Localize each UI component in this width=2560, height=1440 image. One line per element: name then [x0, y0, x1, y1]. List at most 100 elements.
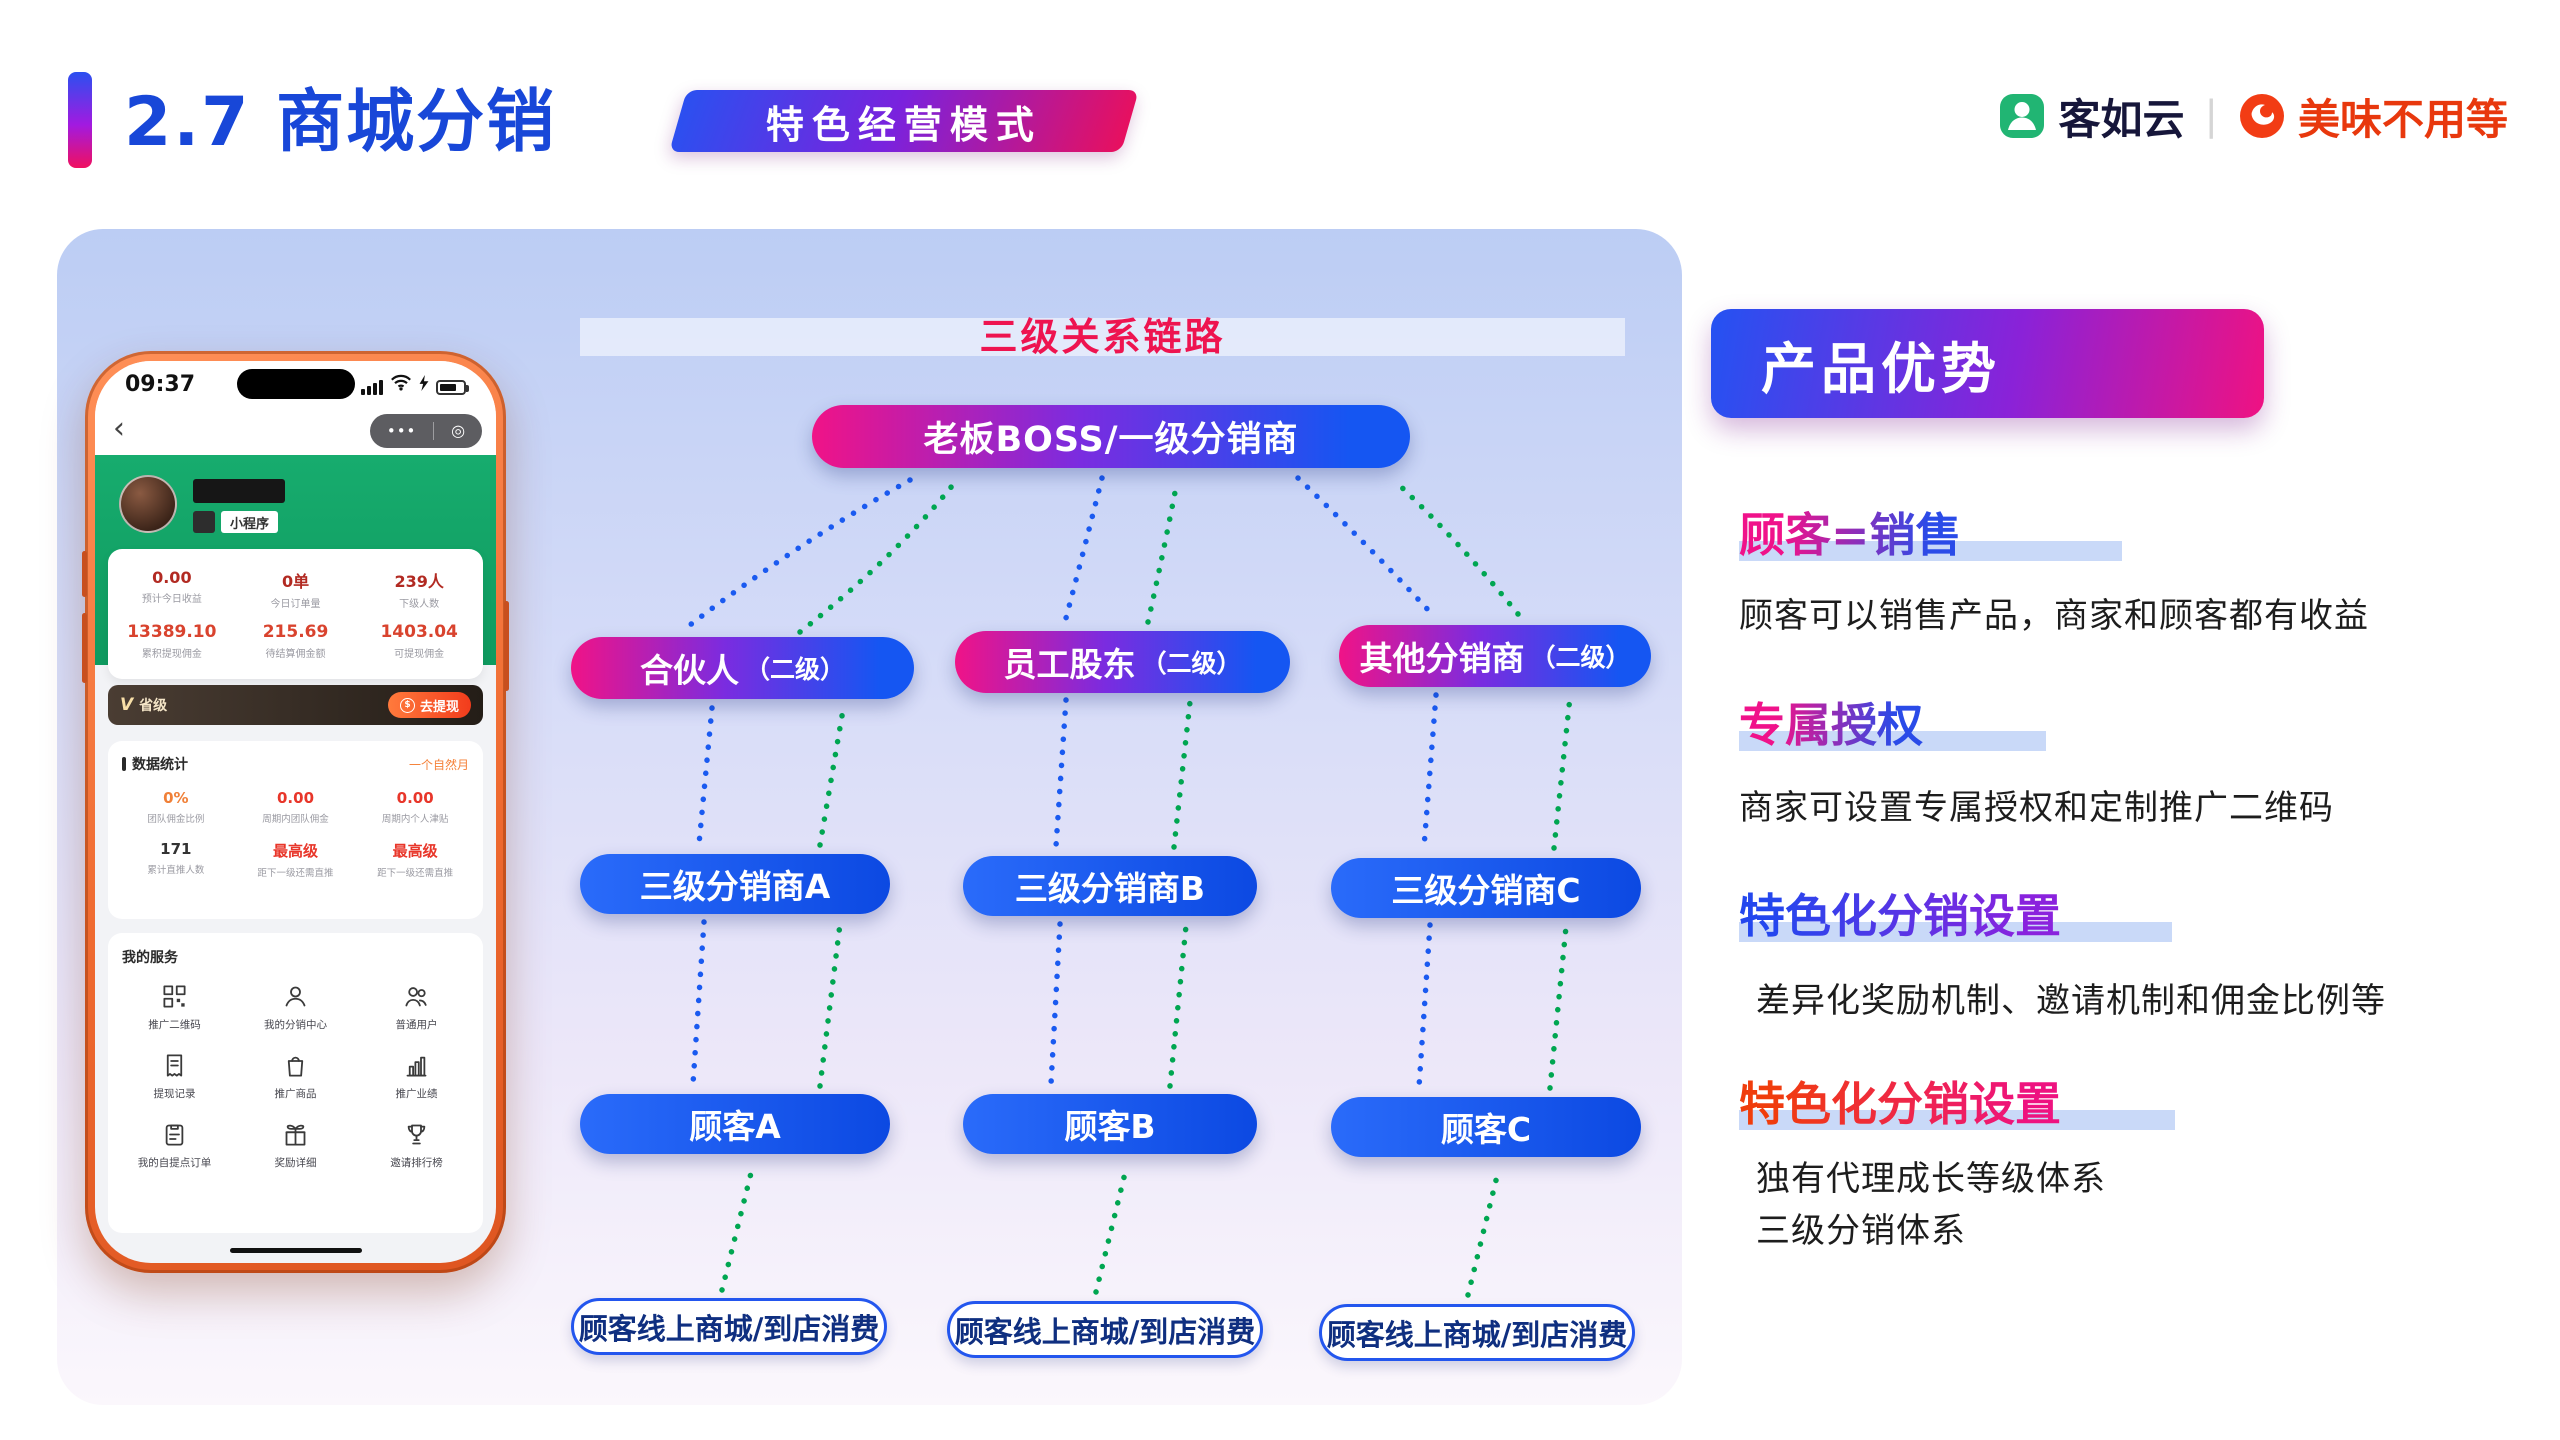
advantage-section-1: 顾客=销售: [1739, 508, 2121, 562]
advantage-body-3: 差异化奖励机制、邀请机制和佣金比例等: [1756, 981, 2386, 1021]
status-time: 09:37: [125, 371, 196, 397]
service-distribution-center[interactable]: 我的分销中心: [235, 983, 356, 1032]
signal-icon: [361, 379, 383, 395]
stat-period-team-commission: 0.00 周期内团队佣金: [262, 789, 329, 825]
promote-goods-icon: [287, 1056, 304, 1077]
node-customer-c: 顾客C: [1331, 1097, 1641, 1157]
service-pickup-orders[interactable]: 我的自提点订单: [114, 1121, 235, 1170]
commission-stats-card: 0.00 预计今日收益 0单 今日订单量 239人 下级人数 13389.10: [108, 549, 483, 679]
node-other-label: 其他分销商: [1359, 639, 1525, 678]
node-level3-c: 三级分销商C: [1331, 858, 1641, 918]
keruyun-brand-name: 客如云: [2058, 94, 2185, 144]
coin-icon: $: [399, 697, 415, 713]
more-icon[interactable]: •••: [386, 421, 417, 440]
level-bar: V 省级 $ 去提现: [108, 685, 483, 725]
stat-period-personal-subsidy: 0.00 周期内个人津贴: [381, 789, 449, 825]
period-selector[interactable]: 一个自然月: [408, 757, 469, 772]
data-statistics-card: 数据统计 一个自然月 0% 团队佣金比例 0.00 周期内团队佣金 0.00 周…: [108, 741, 483, 919]
page-title: 2.7 商城分销: [124, 83, 557, 162]
phone-screen: 09:37 ‹ •••: [95, 361, 496, 1263]
level-label: 省级: [139, 698, 168, 714]
stat-today-orders: 0单 今日订单量: [270, 571, 321, 610]
app-nav-bar: ‹ ••• ◎: [95, 407, 496, 455]
advantage-section-3: 特色化分销设置: [1739, 889, 2172, 943]
stat-subordinates: 239人 下级人数: [394, 571, 444, 610]
stat-direct-referrals: 171 累计直推人数: [147, 840, 205, 876]
wifi-icon: [390, 374, 412, 395]
phone-mockup: 09:37 ‹ •••: [82, 351, 509, 1273]
node-other-distributor: 其他分销商 （二级）: [1339, 625, 1651, 687]
advantage-body-1: 顾客可以销售产品，商家和顾客都有收益: [1739, 596, 2369, 636]
miniprogram-capsule[interactable]: ••• ◎: [370, 414, 482, 448]
advantage-heading-2: 专属授权: [1739, 698, 1923, 752]
service-withdraw-record[interactable]: 提现记录: [114, 1052, 235, 1101]
my-services-title: 我的服务: [122, 950, 178, 966]
withdraw-record-icon: [166, 1054, 183, 1077]
back-icon[interactable]: ‹: [113, 411, 125, 446]
home-indicator[interactable]: [229, 1248, 362, 1253]
reward-icon: [285, 1124, 306, 1146]
feature-badge: 特色经营模式: [669, 90, 1139, 152]
advantage-body-4-line-2: 三级分销体系: [1756, 1211, 1966, 1251]
services-grid: 推广二维码 我的分销中心 普通用户 提现记录: [114, 983, 477, 1170]
service-promote-performance[interactable]: 推广业绩: [356, 1052, 477, 1101]
my-services-card: 我的服务 推广二维码 我的分销中心 普通用户: [108, 933, 483, 1233]
advantage-section-4: 特色化分销设置: [1739, 1077, 2175, 1131]
node-level3-a: 三级分销商A: [580, 854, 890, 914]
node-consumption-c: 顾客线上商城/到店消费: [1319, 1304, 1635, 1361]
service-reward-detail[interactable]: 奖励详细: [235, 1121, 356, 1170]
stat-team-commission-ratio: 0% 团队佣金比例: [147, 789, 205, 825]
brand-separator: |: [2204, 93, 2218, 139]
feature-badge-label: 特色经营模式: [765, 102, 1042, 147]
pickup-order-icon: [165, 1124, 184, 1146]
redacted-username-block: [193, 479, 285, 503]
stats-row-2: 13389.10 累积提现佣金 215.69 待结算佣金额 1403.04 可提…: [110, 622, 481, 660]
node-partner-tag: （二级）: [744, 655, 845, 684]
redacted-logo-block: [193, 511, 215, 533]
node-employee-shareholder: 员工股东 （二级）: [955, 631, 1290, 693]
advantage-body-4-line-1: 独有代理成长等级体系: [1756, 1159, 2106, 1199]
title-accent-bar: [68, 72, 92, 168]
service-promote-goods[interactable]: 推广商品: [235, 1052, 356, 1101]
chain-title: 三级关系链路: [979, 315, 1226, 359]
battery-icon: [436, 379, 469, 395]
node-customer-a: 顾客A: [580, 1094, 890, 1154]
phone-volume-button: [82, 551, 87, 597]
advantage-heading-4: 特色化分销设置: [1739, 1077, 2061, 1131]
stat-withdrawn-commission: 13389.10 累积提现佣金: [127, 622, 217, 661]
stat-next-level-1: 最高级 距下一级还需直推: [257, 842, 334, 879]
stat-withdrawable-commission: 1403.04 可提现佣金: [380, 622, 458, 661]
chain-title-strip: 三级关系链路: [580, 318, 1625, 356]
service-invite-ranking[interactable]: 邀请排行榜: [356, 1121, 477, 1170]
avatar[interactable]: [119, 475, 177, 533]
advantage-heading-3: 特色化分销设置: [1739, 889, 2061, 943]
node-partner: 合伙人 （二级）: [571, 637, 914, 699]
miniprogram-tag: 小程序: [221, 511, 279, 533]
service-normal-user[interactable]: 普通用户: [356, 983, 477, 1032]
qrcode-icon: [163, 985, 186, 1008]
data-row-1: 0% 团队佣金比例 0.00 周期内团队佣金 0.00 周期内个人津贴: [116, 789, 475, 825]
node-other-tag: （二级）: [1530, 643, 1631, 672]
data-row-2: 171 累计直推人数 最高级 距下一级还需直推 最高级 距下一级还需直推: [116, 840, 475, 879]
node-employee-label: 员工股东: [1003, 645, 1136, 684]
node-consumption-b: 顾客线上商城/到店消费: [947, 1301, 1263, 1358]
node-customer-b: 顾客B: [963, 1094, 1257, 1154]
data-statistics-title: 数据统计: [122, 754, 188, 774]
close-target-icon[interactable]: ◎: [451, 421, 466, 440]
meiwei-logo-icon: [2238, 92, 2286, 140]
withdraw-button[interactable]: $ 去提现: [387, 692, 471, 718]
advantage-heading-1: 顾客=销售: [1739, 508, 1962, 562]
node-level3-b: 三级分销商B: [963, 856, 1257, 916]
charging-icon: [419, 374, 429, 395]
distribution-center-icon: [285, 986, 306, 1007]
node-partner-label: 合伙人: [639, 651, 739, 690]
stat-next-level-2: 最高级 距下一级还需直推: [377, 842, 454, 879]
advantages-header: 产品优势: [1711, 309, 2264, 418]
stats-row-1: 0.00 预计今日收益 0单 今日订单量 239人 下级人数: [110, 568, 481, 610]
withdraw-button-label: 去提现: [419, 699, 459, 715]
capsule-divider: [433, 422, 435, 440]
service-promo-qrcode[interactable]: 推广二维码: [114, 983, 235, 1032]
advantage-section-2: 专属授权: [1739, 698, 2046, 752]
keruyun-logo-icon: [1998, 92, 2046, 140]
